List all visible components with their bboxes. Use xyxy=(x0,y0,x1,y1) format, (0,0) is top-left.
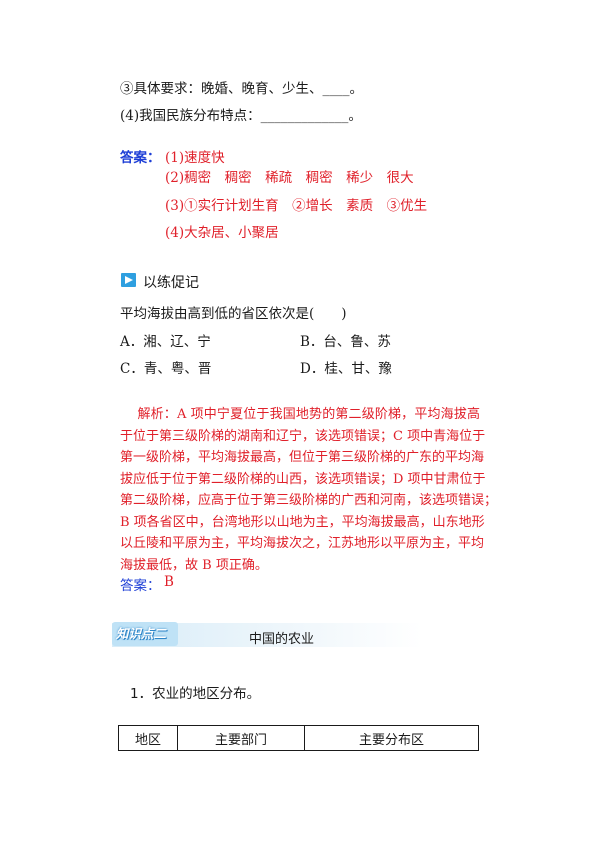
table-header-sector: 主要部门 xyxy=(177,725,305,751)
practice-question: 平均海拔由高到低的省区依次是( ) xyxy=(120,306,347,322)
answer2-label: 答案： xyxy=(120,578,161,594)
analysis-line: 第一级阶梯，平均海拔最高，但位于第三级阶梯的广东的平均海 xyxy=(120,450,485,465)
analysis-line: B 项各省区中，台湾地形以山地为主，平均海拔最高，山东地形 xyxy=(120,514,485,530)
analysis-paragraph: 解析：A 项中宁夏位于我国地势的第二级阶梯，平均海拔高 于位于第三级阶梯的湖南和… xyxy=(120,404,498,576)
answer-item-2: (2)稠密 稠密 稀疏 稠密 稀少 很大 xyxy=(165,170,414,186)
answer-item-4: (4)大杂居、小聚居 xyxy=(165,225,279,241)
table-header-area: 主要分布区 xyxy=(304,725,479,751)
knowledge-badge: 知识点二 xyxy=(112,622,178,646)
answer2-value: B xyxy=(164,574,174,590)
analysis-line: 于位于第三级阶梯的湖南和辽宁，该选项错误；C 项中青海位于 xyxy=(120,428,486,444)
knowledge-title: 中国的农业 xyxy=(249,632,315,647)
analysis-line: 解析：A 项中宁夏位于我国地势的第二级阶梯，平均海拔高 xyxy=(137,407,480,422)
table-header-row: 地区 主要部门 主要分布区 xyxy=(118,725,479,751)
agriculture-table: 地区 主要部门 主要分布区 xyxy=(118,725,479,751)
table-header-region: 地区 xyxy=(118,725,178,751)
option-b: B．台、鲁、苏 xyxy=(300,334,391,350)
answer-item-3: (3)①实行计划生育 ②增长 素质 ③优生 xyxy=(165,198,428,214)
analysis-line: 以丘陵和平原为主，平均海拔次之，江苏地形以平原为主，平均 xyxy=(120,536,485,551)
analysis-line: 第二级阶梯，应高于位于第三级阶梯的广西和河南，该选项错误； xyxy=(120,493,498,508)
option-d: D．桂、甘、豫 xyxy=(300,361,392,377)
analysis-line: 海拔最低，故 B 项正确。 xyxy=(120,557,268,573)
practice-header: 以练促记 xyxy=(143,275,199,291)
requirement-line-3: ③具体要求：晚婚、晚育、少生、____。 xyxy=(120,81,363,97)
section-heading: 1．农业的地区分布。 xyxy=(130,686,261,702)
option-c: C．青、粤、晋 xyxy=(120,361,212,377)
play-arrow-icon xyxy=(121,273,136,287)
analysis-line: 拔应低于位于第二级阶梯的山西，该选项错误；D 项中甘肃位于 xyxy=(120,471,486,487)
answer-label: 答案： xyxy=(120,150,161,166)
analysis-label: 解析： xyxy=(137,407,177,422)
option-a: A．湘、辽、宁 xyxy=(120,334,211,350)
requirement-line-4: (4)我国民族分布特点：_____________。 xyxy=(120,108,362,124)
answer-item-1: (1)速度快 xyxy=(165,150,225,166)
